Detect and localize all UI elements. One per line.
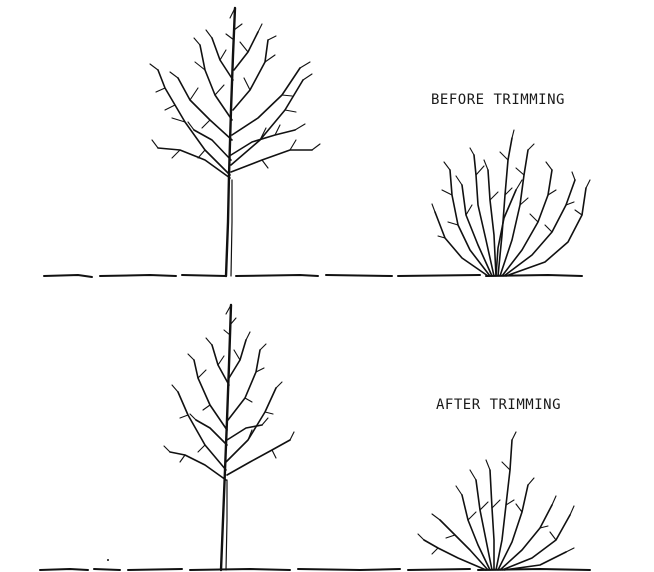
bush-after-trimming <box>418 432 574 570</box>
speck-mark <box>107 559 109 561</box>
before-trimming-label: BEFORE TRIMMING <box>431 92 565 108</box>
tree-before-trimming <box>150 8 320 276</box>
tree-after-trimming <box>164 305 294 570</box>
after-trimming-label: AFTER TRIMMING <box>436 397 561 413</box>
bush-before-trimming <box>432 130 590 276</box>
